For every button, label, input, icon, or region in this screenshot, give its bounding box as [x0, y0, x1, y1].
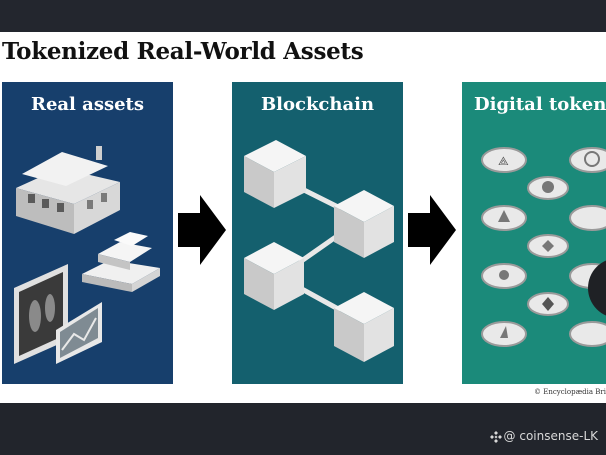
- digital-tokens-illustration: ⟁: [481, 147, 606, 347]
- bottom-bar: @ coinsense-LK: [0, 403, 606, 455]
- block-cube-icon: [244, 242, 304, 310]
- token-coin-icon: [569, 205, 606, 231]
- arrow-right-icon: [178, 195, 226, 265]
- token-coin-icon: [527, 234, 569, 258]
- house-icon: [16, 146, 120, 234]
- watermark-text: @ coinsense-LK: [503, 429, 598, 443]
- blockchain-label: Blockchain: [260, 94, 375, 115]
- image-credit: © Encyclopædia Britannica: [534, 388, 606, 396]
- slide-image: Tokenized Real-World Assets Real assets: [0, 32, 606, 403]
- real-assets-illustration: [14, 146, 160, 364]
- token-coin-icon: [527, 292, 569, 316]
- gold-bars-icon: [82, 232, 160, 292]
- token-coin-icon: [481, 263, 527, 289]
- block-cube-icon: [244, 140, 306, 208]
- token-coin-icon: [481, 205, 527, 231]
- slide-title: Tokenized Real-World Assets: [2, 38, 364, 65]
- arrow-right-icon: [408, 195, 456, 265]
- token-coin-icon: [527, 176, 569, 200]
- token-coin-icon: [569, 321, 606, 347]
- real-assets-panel: Real assets: [2, 82, 173, 384]
- blockchain-panel: Blockchain: [232, 82, 403, 384]
- binance-diamond-icon: [489, 430, 502, 443]
- digital-tokens-label: Digital tokens: [474, 94, 606, 115]
- digital-tokens-panel: Digital tokens ⟁: [462, 82, 606, 384]
- real-assets-label: Real assets: [30, 94, 144, 115]
- token-coin-icon: ⟁: [481, 147, 527, 173]
- watermark: @ coinsense-LK: [489, 429, 598, 443]
- block-cube-icon: [334, 292, 394, 362]
- block-cube-icon: [334, 190, 394, 258]
- blockchain-illustration: [244, 140, 394, 362]
- paintings-icon: [14, 264, 102, 364]
- avatar[interactable]: [588, 258, 606, 318]
- token-coin-icon: [569, 147, 606, 173]
- svg-text:⟁: ⟁: [498, 154, 509, 168]
- top-bar: [0, 0, 606, 32]
- token-coin-icon: [481, 321, 527, 347]
